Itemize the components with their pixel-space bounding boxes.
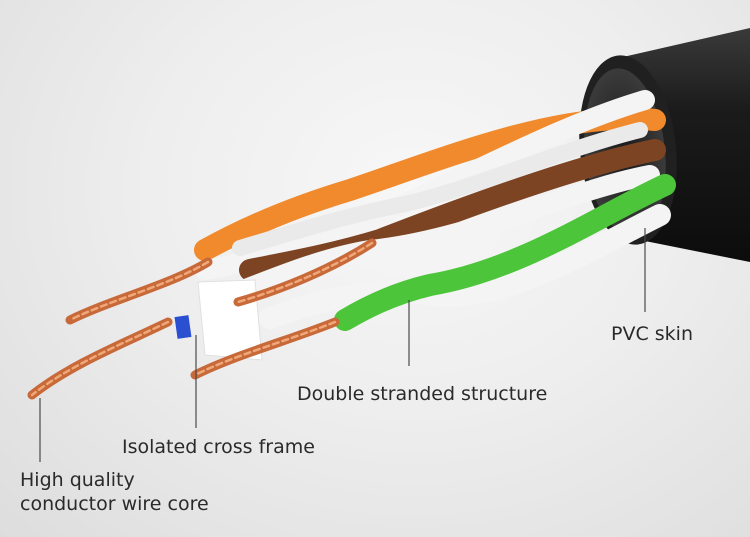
isolated-cross-frame-label: Isolated cross frame <box>122 436 315 458</box>
twisted-pairs <box>194 90 676 331</box>
isolated-cross-frame <box>174 279 263 361</box>
white-green-wire <box>259 204 671 329</box>
leader-lines <box>39 228 646 462</box>
conductor-wire-core-label: High quality conductor wire core <box>20 468 209 516</box>
green-wire <box>334 174 676 331</box>
double-stranded-structure-label: Double stranded structure <box>297 383 548 405</box>
pvc-skin-label: PVC skin <box>611 323 693 345</box>
white-brown-wire <box>220 165 660 305</box>
conductor-label-line-2: conductor wire core <box>20 493 209 515</box>
copper-conductors <box>27 238 377 400</box>
conductor-label-line-1: High quality <box>20 469 135 491</box>
white-wire-upper <box>232 122 648 256</box>
copper-core-1 <box>65 257 213 325</box>
